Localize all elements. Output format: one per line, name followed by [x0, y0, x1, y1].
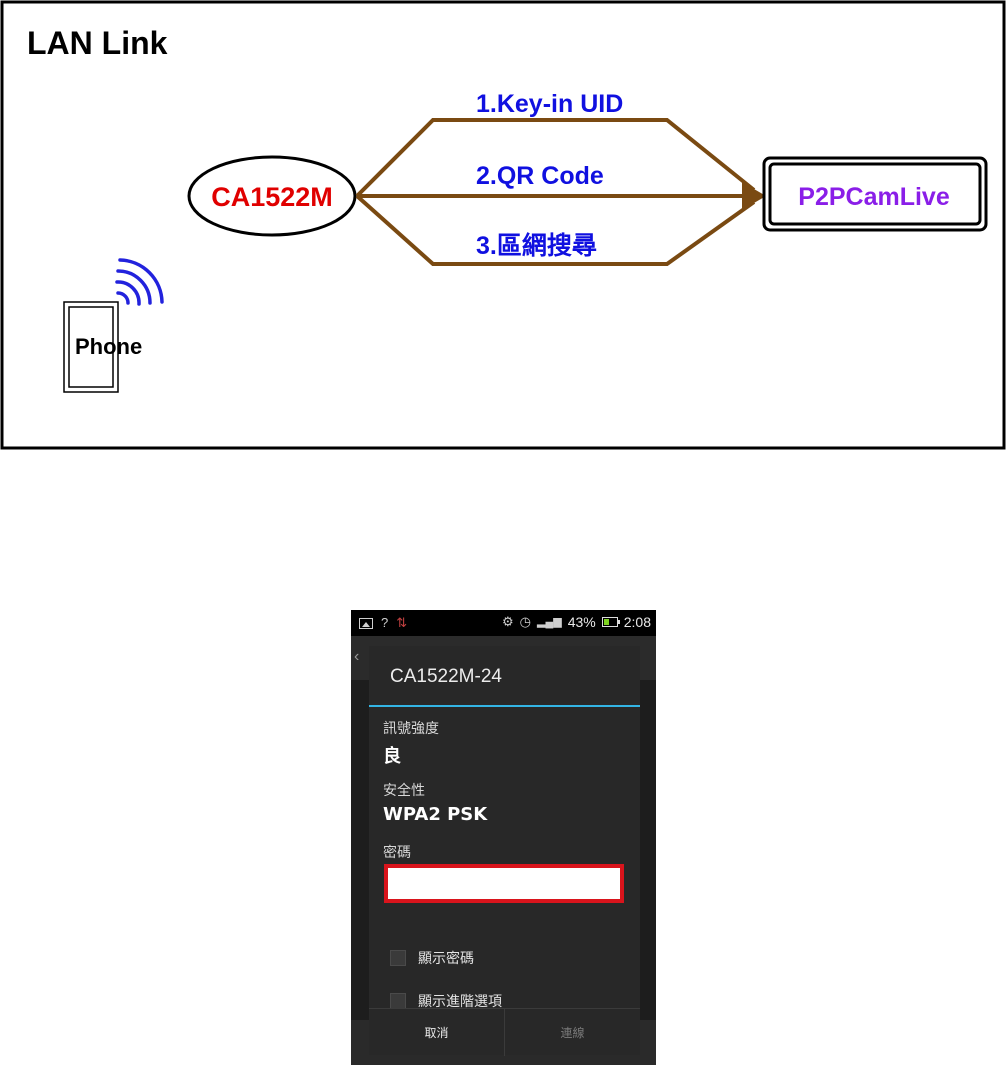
password-label: 密碼 — [383, 842, 411, 862]
diagram-canvas: LAN Link CA1522M 1.Key-in UID 2.QR Code … — [0, 0, 1007, 460]
show-advanced-checkbox[interactable] — [390, 993, 406, 1009]
show-password-row[interactable]: 顯示密碼 — [390, 948, 474, 968]
show-password-checkbox[interactable] — [390, 950, 406, 966]
back-chevron-icon[interactable]: ‹ — [354, 648, 359, 666]
dialog-title-divider — [369, 705, 640, 707]
alarm-icon: ⚙ — [502, 614, 514, 630]
device-label: CA1522M — [211, 182, 333, 212]
diagram-title: LAN Link — [27, 25, 168, 61]
status-bar: ? ⇅ ⚙ ◷ ▂▄▆ 43% 2:08 — [351, 610, 656, 636]
image-icon — [359, 618, 373, 629]
phone-label: Phone — [75, 334, 142, 359]
password-input[interactable] — [384, 864, 624, 903]
method-label-uid: 1.Key-in UID — [476, 90, 623, 118]
wifi-connect-dialog: CA1522M-24 訊號強度 良 安全性 WPA2 PSK 密碼 顯示密碼 顯… — [369, 646, 640, 1055]
battery-percent: 43% — [568, 614, 596, 630]
show-password-label: 顯示密碼 — [418, 948, 474, 968]
method-label-lan-search: 3.區網搜尋 — [476, 231, 597, 260]
dialog-button-bar: 取消 連線 — [369, 1008, 640, 1056]
signal-icon: ▂▄▆ — [537, 614, 562, 630]
wifi-question-icon: ? — [381, 615, 388, 631]
connect-button[interactable]: 連線 — [505, 1009, 640, 1056]
clock-icon: ◷ — [520, 614, 531, 630]
security-label: 安全性 — [383, 780, 425, 800]
app-label: P2PCamLive — [798, 183, 950, 211]
method-label-qr: 2.QR Code — [476, 162, 604, 190]
status-time: 2:08 — [624, 614, 651, 630]
phone-screenshot: ? ⇅ ⚙ ◷ ▂▄▆ 43% 2:08 ‹ CA1522M-24 訊號強度 良… — [351, 610, 656, 1065]
cancel-button[interactable]: 取消 — [369, 1009, 505, 1056]
signal-strength-label: 訊號強度 — [383, 718, 439, 738]
usb-icon: ⇅ — [396, 615, 407, 631]
battery-icon — [602, 617, 618, 627]
lan-link-diagram: LAN Link CA1522M 1.Key-in UID 2.QR Code … — [0, 0, 1007, 460]
security-value: WPA2 PSK — [383, 804, 487, 825]
signal-strength-value: 良 — [383, 742, 401, 768]
dialog-title: CA1522M-24 — [390, 666, 502, 688]
